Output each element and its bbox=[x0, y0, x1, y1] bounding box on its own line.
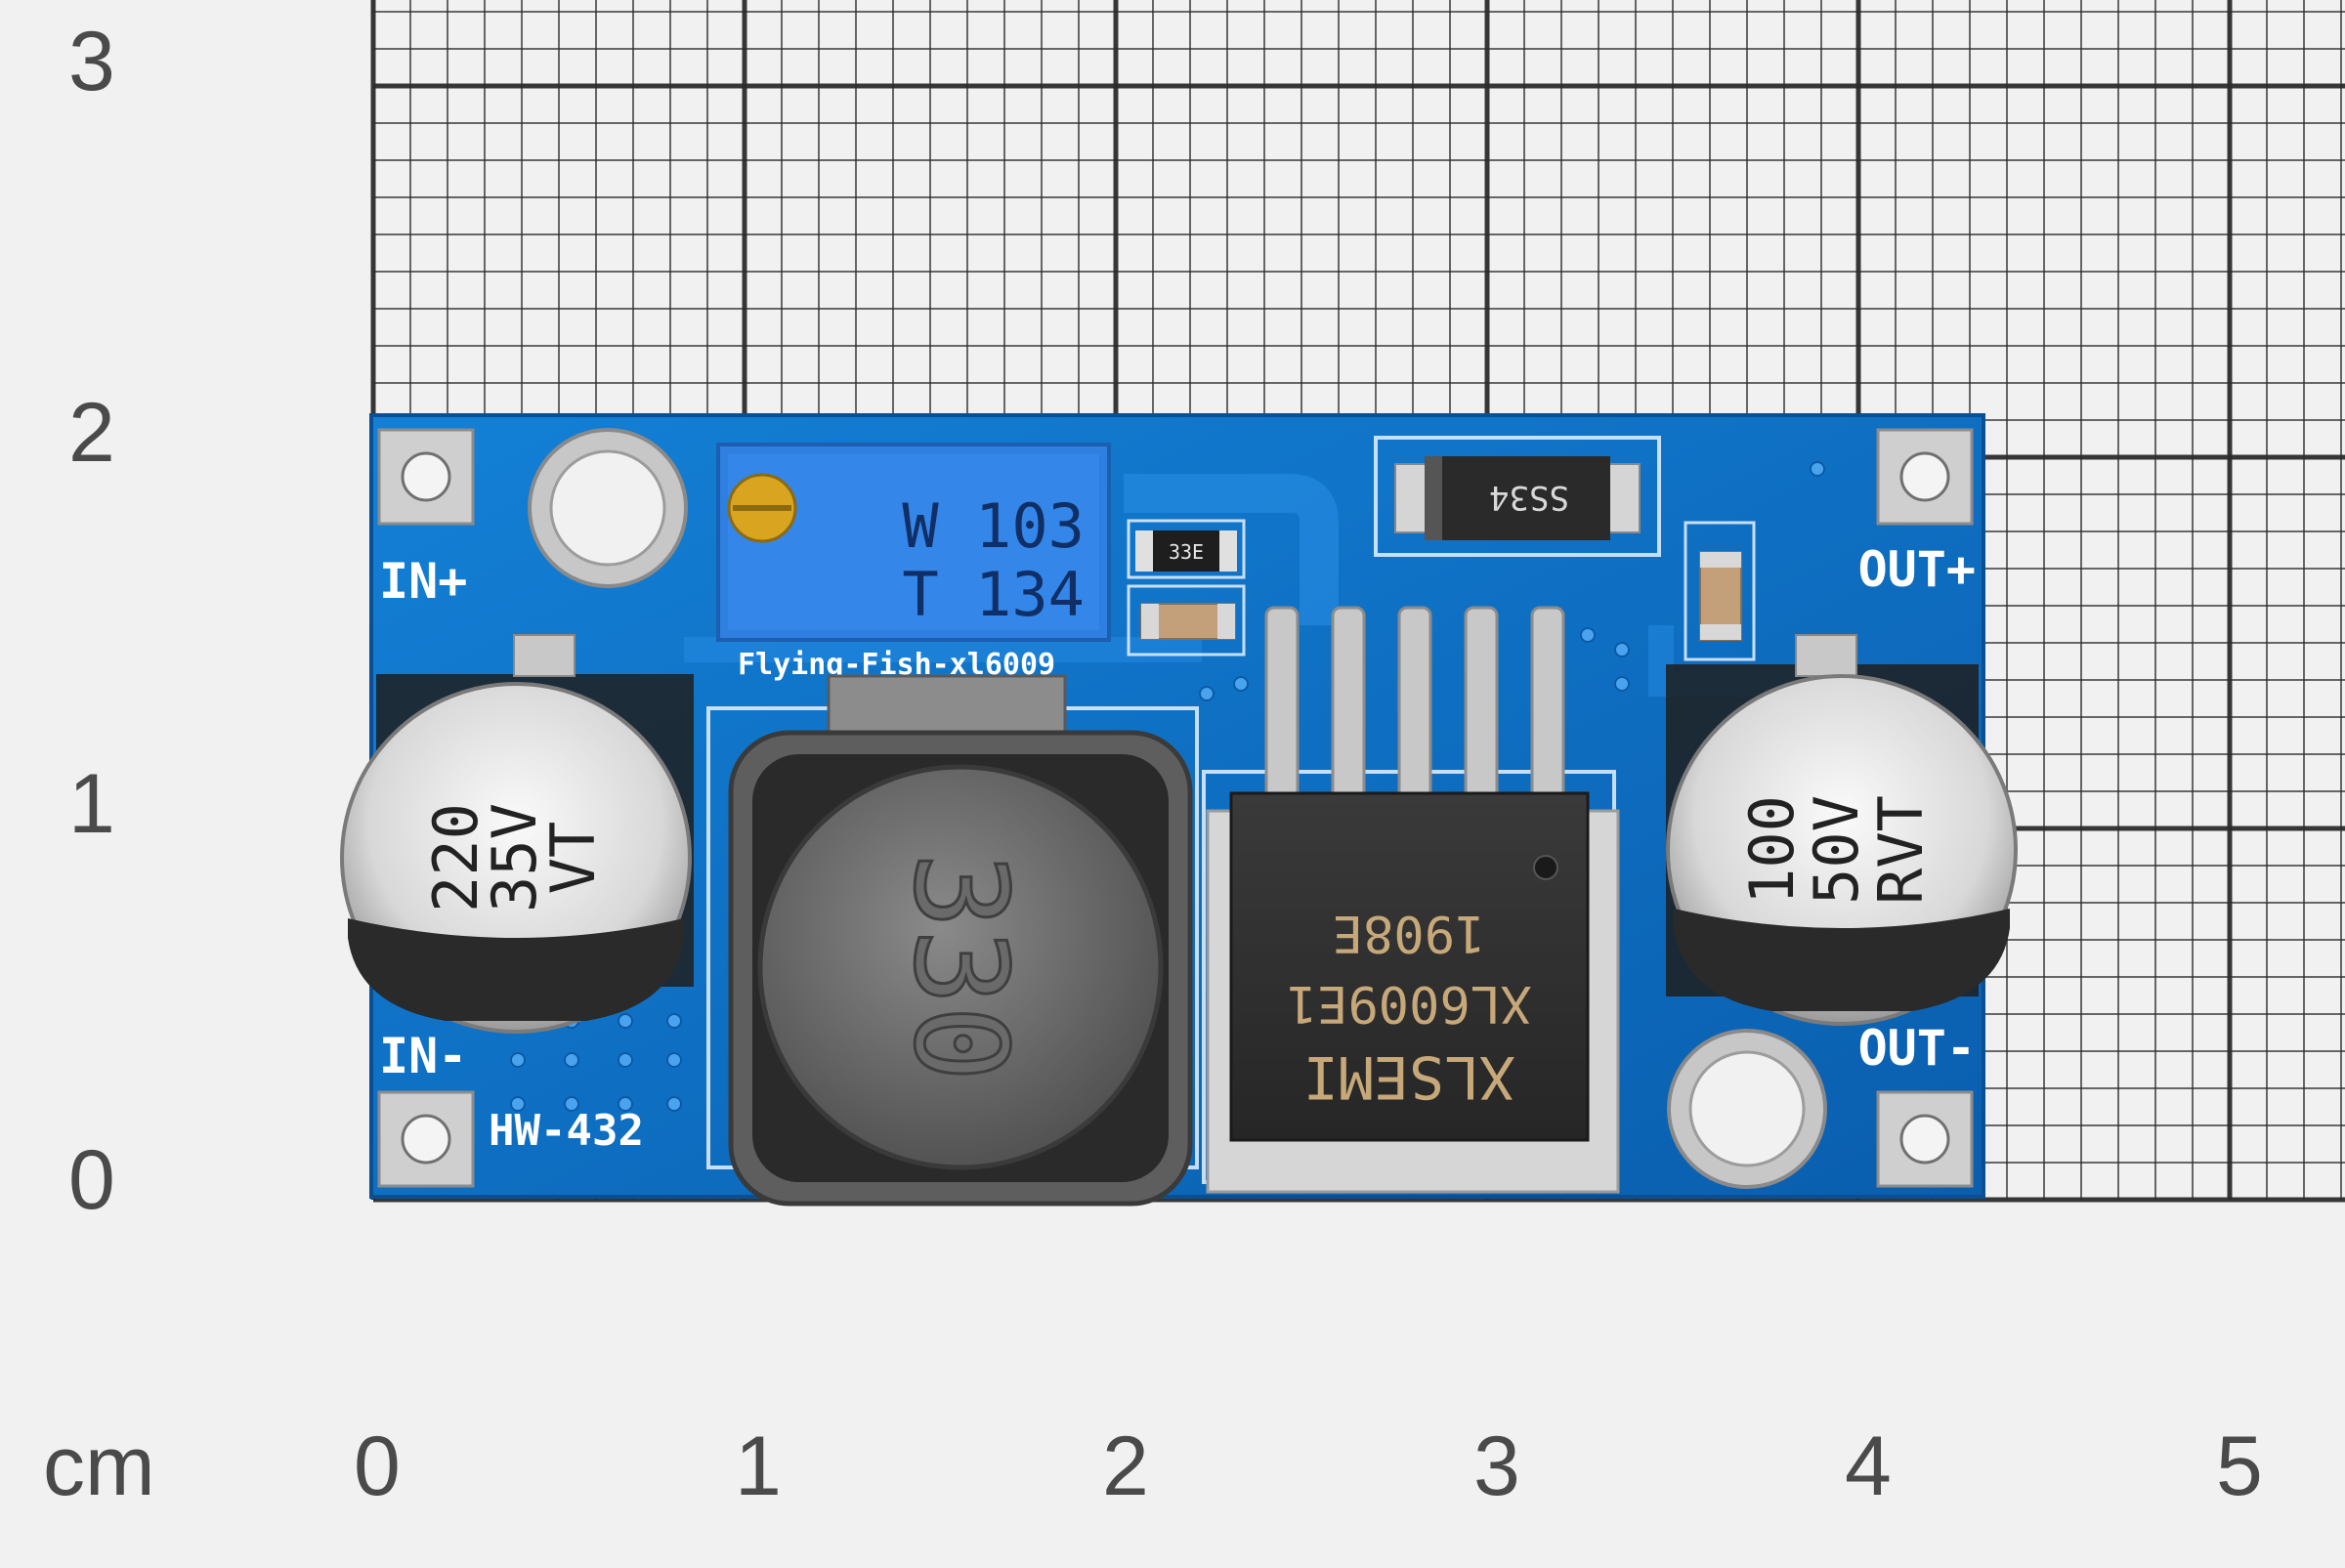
output-cap-line3: RVT bbox=[1865, 795, 1937, 905]
ic-marking-line3: 1908E bbox=[1333, 904, 1486, 962]
pot-marking-line1: W 103 bbox=[902, 490, 1085, 562]
x-tick-0: 0 bbox=[354, 1420, 401, 1513]
ic-xl6009: XLSEMI XL6009E1 1908E bbox=[1229, 791, 1590, 1142]
x-tick-4: 4 bbox=[1845, 1420, 1892, 1513]
smd-capacitor-right bbox=[1699, 551, 1742, 641]
potentiometer: W 103 T 134 bbox=[716, 443, 1111, 642]
mounting-hole-bottom-right bbox=[1667, 1029, 1827, 1189]
board-model-label: HW-432 bbox=[489, 1106, 644, 1156]
scale-unit-label: cm bbox=[43, 1420, 155, 1513]
pin-label-out-minus: OUT- bbox=[1858, 1020, 1976, 1077]
x-tick-2: 2 bbox=[1102, 1420, 1149, 1513]
resistor-marking: 33E bbox=[1169, 540, 1204, 564]
x-tick-5: 5 bbox=[2216, 1420, 2263, 1513]
inductor-marking: 330 bbox=[886, 853, 1035, 1082]
corner-pad-bottom-left bbox=[377, 1090, 475, 1188]
corner-pad-bottom-right bbox=[1876, 1090, 1974, 1188]
x-tick-3: 3 bbox=[1473, 1420, 1520, 1513]
input-cap-line1: 220 bbox=[420, 803, 491, 912]
input-cap-line3: VT bbox=[537, 822, 609, 895]
input-capacitor: 220 35V VT bbox=[340, 634, 694, 1034]
x-tick-1: 1 bbox=[735, 1420, 782, 1513]
pin-label-out-plus: OUT+ bbox=[1858, 541, 1976, 598]
corner-pad-top-left bbox=[377, 428, 475, 526]
diode-ss34: SS34 bbox=[1394, 456, 1641, 540]
pot-marking-line2: T 134 bbox=[902, 559, 1085, 630]
ic-marking-line1: XLSEMI bbox=[1303, 1042, 1515, 1111]
input-cap-line2: 35V bbox=[479, 803, 550, 912]
pin-label-in-minus: IN- bbox=[379, 1028, 467, 1084]
mounting-hole-top-left bbox=[528, 428, 688, 588]
ic-marking-line2: XL6009E1 bbox=[1287, 974, 1531, 1033]
output-cap-line1: 100 bbox=[1736, 795, 1808, 905]
y-tick-0: 0 bbox=[68, 1133, 115, 1227]
corner-pad-top-right bbox=[1876, 428, 1974, 526]
output-capacitor: 100 50V RVT bbox=[1666, 634, 2018, 1026]
y-tick-3: 3 bbox=[68, 15, 115, 108]
pin-label-in-plus: IN+ bbox=[379, 553, 467, 610]
inductor-330: 330 bbox=[728, 674, 1193, 1207]
smd-resistor: 33E bbox=[1135, 530, 1237, 572]
ic-legs bbox=[1264, 606, 1565, 805]
diode-marking: SS34 bbox=[1489, 478, 1569, 517]
y-tick-1: 1 bbox=[68, 757, 115, 851]
y-tick-2: 2 bbox=[68, 386, 115, 480]
smd-capacitor-left bbox=[1140, 603, 1236, 640]
output-cap-line2: 50V bbox=[1801, 795, 1872, 905]
